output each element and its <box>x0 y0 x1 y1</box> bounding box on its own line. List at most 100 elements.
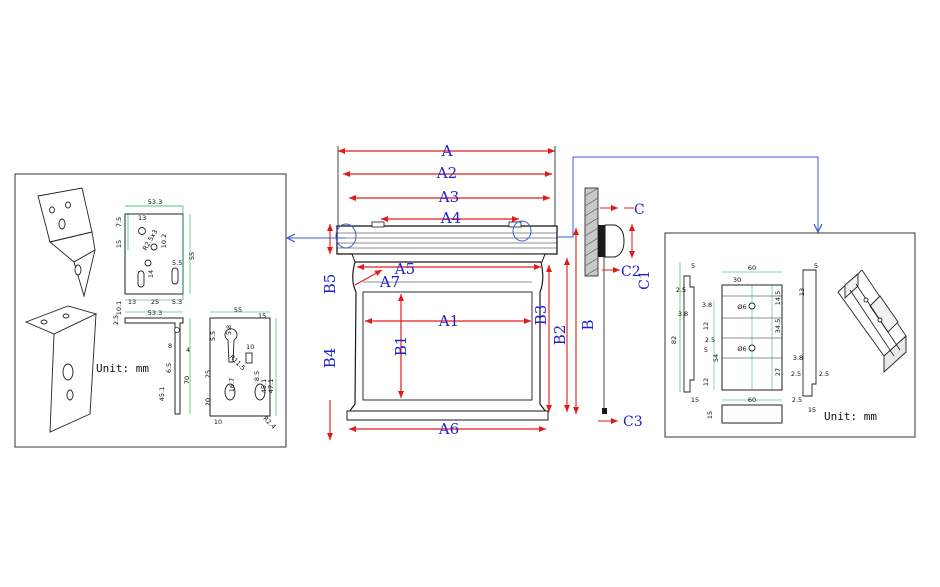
dim-text: 15 <box>691 396 699 404</box>
dim-text: 2.5 <box>676 286 686 294</box>
dim-text: 16.7 <box>228 378 236 392</box>
label-b3: B3 <box>532 305 550 326</box>
dim-text: 2.5 <box>819 370 829 378</box>
label-c1: C1 <box>637 270 653 290</box>
dim-text: 47.1 <box>267 379 275 393</box>
label-a6: A6 <box>438 420 459 438</box>
dim-text: 55 <box>188 252 196 260</box>
dim-text: 53.3 <box>148 309 162 317</box>
label-c2: C2 <box>621 264 641 280</box>
dim-text: 5 <box>814 262 818 270</box>
dim-text: 15 <box>115 240 123 248</box>
dim-text: 2.5 <box>792 396 802 404</box>
wall-bracket <box>598 225 605 257</box>
dim-text: 15 <box>258 312 266 320</box>
label-a1: A1 <box>438 312 459 330</box>
dim-text: 45.1 <box>260 379 268 393</box>
dim-text: 10.2 <box>160 234 168 248</box>
dim-text: 14 <box>147 270 155 278</box>
viewing-area <box>362 291 533 401</box>
bracket-stub <box>371 221 385 228</box>
dim-text: 10.1 <box>115 301 123 315</box>
dim-text: 10 <box>246 343 254 351</box>
dim-text: 15 <box>808 406 816 414</box>
dim-text: 5.5 <box>209 331 217 341</box>
dim-text: 82 <box>670 336 678 344</box>
dim-text: 60 <box>748 396 756 404</box>
dim-line-a7 <box>354 269 383 286</box>
dim-text: 13 <box>128 298 136 306</box>
dim-text: 12 <box>702 378 710 386</box>
dim-text: 30 <box>733 276 741 284</box>
dim-text: 5 <box>691 262 695 270</box>
dim-text: 7.5 <box>115 217 123 227</box>
dim-text: 34.5 <box>774 319 782 333</box>
bracket-sketch-bottom <box>24 305 98 433</box>
bracket-drawing-2: 53.3 2.5 8 4 6.5 70 45.1 <box>112 309 191 415</box>
label-c3: C3 <box>623 414 643 430</box>
dim-text: 5 <box>704 346 708 354</box>
dim-text: 53.3 <box>148 198 162 206</box>
rail-end-view: 5 13 3.8 2.5 2.5 2.5 15 <box>791 262 829 414</box>
detail-circle-left <box>335 223 357 249</box>
dim-text: 8 <box>168 342 172 350</box>
dim-text: 2.5 <box>112 315 120 325</box>
label-a: A <box>441 142 453 160</box>
unit-label-left: Unit: mm <box>96 362 149 375</box>
bottom-weight <box>602 408 607 414</box>
dim-text: 3.8 <box>793 354 803 362</box>
label-b4: B4 <box>321 348 339 369</box>
case-profile <box>604 224 625 258</box>
dim-text: 25 <box>204 370 212 378</box>
label-a7: A7 <box>379 273 400 291</box>
dim-text: 12 <box>702 322 710 330</box>
label-a5: A5 <box>394 260 415 278</box>
screen-housing <box>336 225 558 255</box>
dim-text: 45.1 <box>158 387 166 401</box>
dim-text: 10 <box>214 418 222 426</box>
dim-text: 3.8 <box>678 310 688 318</box>
screen-top-band <box>351 253 546 263</box>
dim-text: 55 <box>234 306 242 314</box>
rail-sketch <box>837 269 907 374</box>
label-b1: B1 <box>392 336 410 357</box>
screen-bottom-bar <box>346 410 549 421</box>
dim-text: 3.8 <box>702 301 712 309</box>
screen-assembly: A A2 A3 A4 A5 A7 A1 <box>321 142 597 440</box>
dim-text: 15 <box>706 411 714 419</box>
dim-text: 5.3 <box>172 298 182 306</box>
rail-front-view: 60 30 3.8 Ø6 14.5 12 2.5 Ø6 5 54 34.5 12… <box>702 264 783 391</box>
dim-text: 2.5 <box>791 370 801 378</box>
dim-text: 5.8 <box>225 325 233 335</box>
dim-text: 14.5 <box>774 291 782 305</box>
side-view: C C2 C1 C3 <box>584 187 653 430</box>
label-a3: A3 <box>438 188 459 206</box>
callout-arrow-right <box>556 156 818 238</box>
rail-side-view: 5 2.5 3.8 82 15 <box>670 262 699 404</box>
detail-circle-right <box>512 220 532 242</box>
dim-text: 6.5 <box>165 363 173 373</box>
bracket-sketch-top <box>37 187 96 298</box>
dim-text: Ø6 <box>737 303 746 311</box>
rail-bottom-view: 60 15 <box>706 396 783 424</box>
dim-text: 4 <box>186 346 190 354</box>
label-b: B <box>579 319 597 330</box>
label-c: C <box>634 202 645 218</box>
dim-text: 8.5 <box>253 371 261 381</box>
dim-text: Ø6 <box>737 345 746 353</box>
dim-text: 70 <box>183 376 191 384</box>
label-a2: A2 <box>436 164 457 182</box>
label-b2: B2 <box>551 325 569 346</box>
label-b5: B5 <box>321 274 339 295</box>
dim-text: 54 <box>712 354 720 362</box>
dim-text: 60 <box>748 264 756 272</box>
dim-text: 20 <box>204 398 212 406</box>
dim-text: 2.5 <box>705 336 715 344</box>
dim-text: 27 <box>774 368 782 376</box>
label-a4: A4 <box>440 209 461 227</box>
dim-text: 13 <box>798 288 806 296</box>
dim-text: 25 <box>151 298 159 306</box>
right-bracket-panel: 5 2.5 3.8 82 15 60 30 3.8 Ø6 14.5 12 2.5 <box>664 232 916 438</box>
unit-label-right: Unit: mm <box>824 410 877 423</box>
